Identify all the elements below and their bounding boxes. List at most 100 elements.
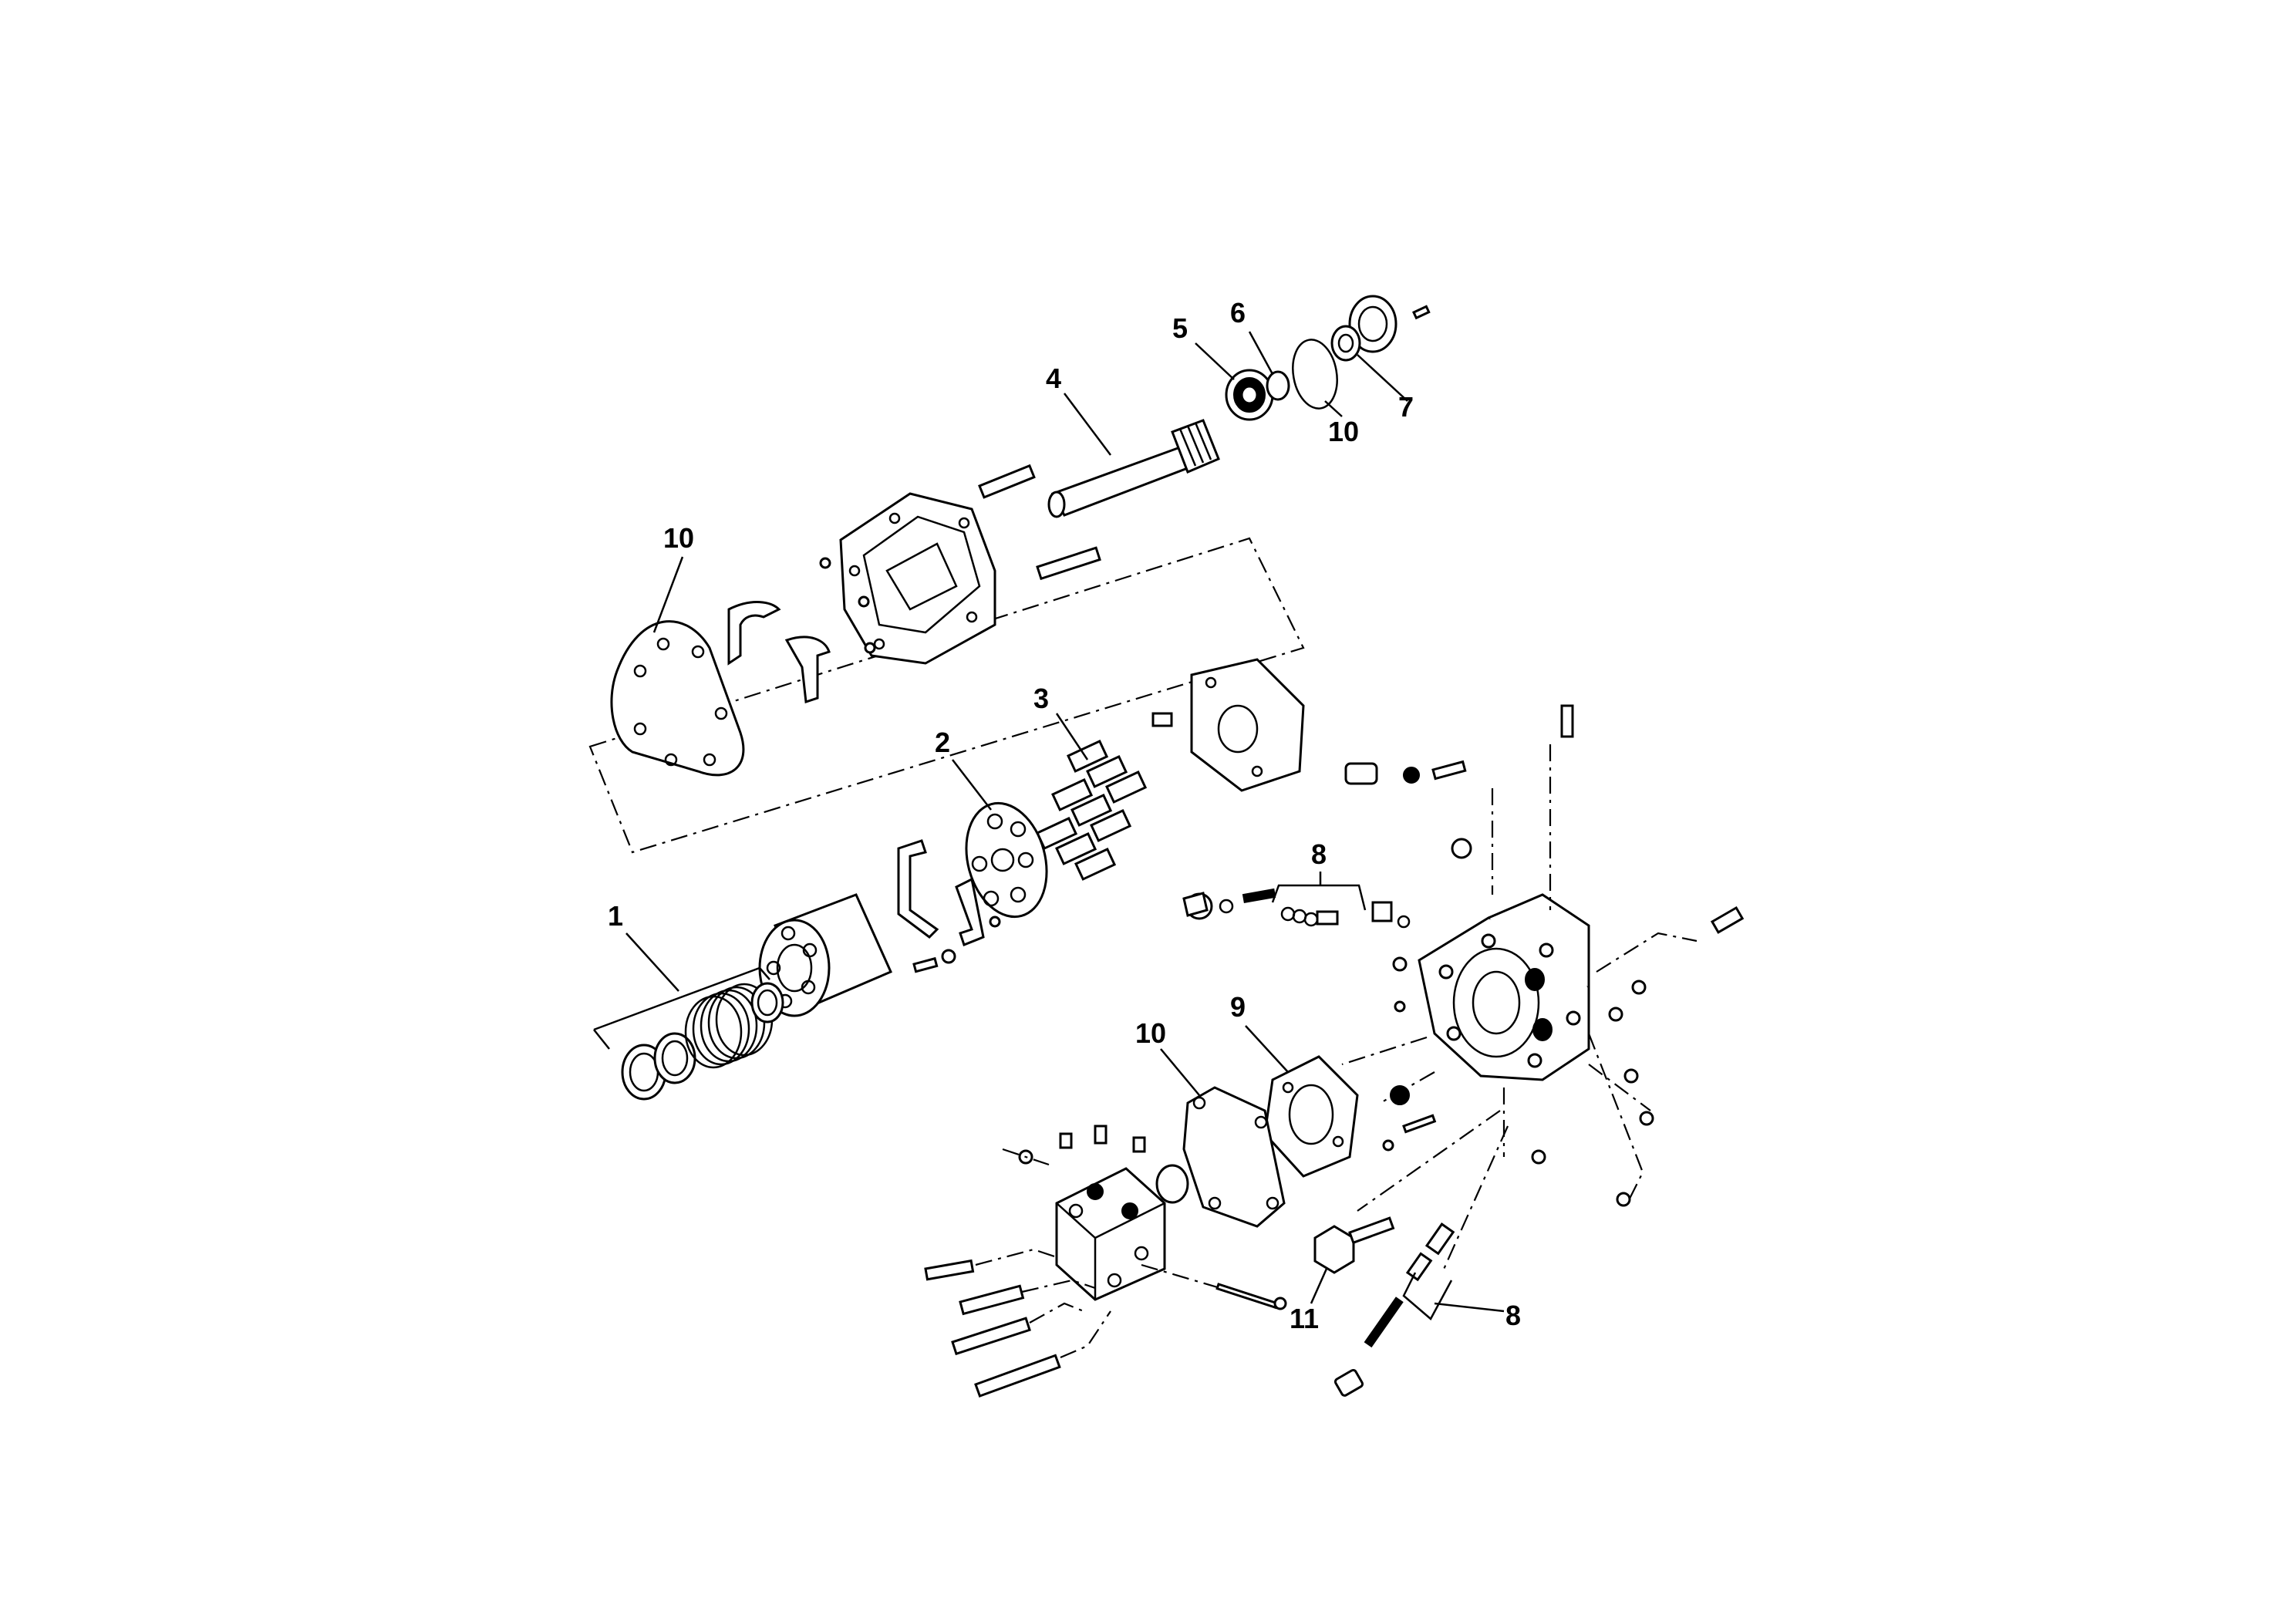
dowel-pin: [858, 595, 870, 608]
callout-10-lower: 10: [1135, 1017, 1166, 1049]
dash-line: [1380, 1071, 1435, 1104]
long-bolt: [951, 1317, 1031, 1356]
part-2-retainer-plate: [965, 801, 1048, 919]
long-bolt: [974, 1354, 1061, 1398]
valve-plate: [1190, 658, 1305, 792]
callout-9: 9: [1230, 991, 1246, 1023]
screw: [1394, 1000, 1406, 1013]
part-4-drive-shaft: [1047, 419, 1220, 518]
assembly-boundary-dashed: [588, 537, 1305, 854]
dash-line: [1441, 1125, 1509, 1273]
fitting: [1151, 712, 1173, 727]
dash-line: [1002, 1148, 1050, 1166]
long-bolt: [959, 1284, 1025, 1316]
callout-7: 7: [1398, 391, 1414, 423]
dash-line: [1596, 932, 1698, 973]
callout-10-upper-right: 10: [1328, 416, 1359, 447]
screw: [1616, 1192, 1631, 1207]
callout-8-lower: 8: [1505, 1300, 1521, 1331]
leader-1-bracket: [593, 932, 770, 1050]
part-3-pistons: [1036, 739, 1148, 881]
screw: [1132, 1136, 1146, 1153]
leader-10-lower: [1160, 1048, 1200, 1096]
bolt-right: [1710, 905, 1745, 934]
part-8-relief-valve-upper: [1182, 888, 1411, 929]
part-10-gasket-upper: [610, 620, 745, 777]
screw: [1382, 1139, 1394, 1152]
callout-10-upper-left: 10: [663, 522, 694, 554]
nut: [1403, 767, 1420, 784]
callout-6: 6: [1230, 297, 1246, 329]
screw: [1392, 956, 1408, 972]
leader-3: [1055, 713, 1089, 760]
callout-11: 11: [1290, 1303, 1319, 1334]
screw: [1412, 305, 1431, 320]
callout-1: 1: [608, 900, 623, 932]
dowel-pin: [819, 557, 831, 569]
dash-line: [975, 1248, 1057, 1266]
dash-line: [1060, 1310, 1111, 1359]
shim-upper: [727, 601, 781, 666]
part-7-seal-cover: [1330, 295, 1397, 362]
pin: [1402, 1114, 1437, 1134]
part-6-snap-ring: [1266, 370, 1290, 401]
leader-5: [1195, 342, 1235, 380]
leader-9: [1245, 1025, 1289, 1073]
screw: [1631, 980, 1647, 995]
dowel-pin: [864, 642, 876, 654]
dash-line: [1029, 1302, 1084, 1324]
plug-large: [1390, 1085, 1410, 1105]
dash-line: [1587, 1033, 1644, 1204]
screw: [1639, 1111, 1654, 1126]
part-11-adjusting-plug: [1313, 1216, 1395, 1274]
bolt: [978, 464, 1036, 499]
screw: [1623, 1068, 1639, 1084]
screw: [1531, 1149, 1546, 1165]
part-10-gasket-lower: [1182, 1086, 1286, 1228]
leader-8-lower-bracket: [1402, 1272, 1505, 1320]
leader-6: [1248, 331, 1274, 375]
dash-line: [1357, 1110, 1501, 1212]
screw: [1094, 1125, 1108, 1145]
plug: [1451, 838, 1472, 859]
ball: [941, 949, 956, 964]
top-bolt: [1560, 704, 1574, 738]
part-10-o-ring: [1292, 339, 1338, 410]
ball: [989, 916, 1001, 928]
screw: [1059, 1132, 1073, 1149]
callout-8-upper: 8: [1311, 838, 1327, 870]
rear-housing: [839, 492, 996, 665]
leader-10-right: [1324, 400, 1343, 417]
retainer-shim: [955, 877, 985, 946]
plug: [1344, 762, 1378, 785]
dash-line: [1341, 1036, 1428, 1066]
retainer-shim: [897, 839, 939, 939]
screw: [1608, 1007, 1623, 1022]
long-bolt: [924, 1259, 975, 1281]
part-1-spring-set: [621, 982, 784, 1101]
control-valve-block: [1055, 1167, 1166, 1301]
part-8-relief-valve-lower: [1333, 1222, 1455, 1397]
leader-7: [1357, 354, 1408, 402]
leader-11: [1310, 1268, 1328, 1304]
callout-2: 2: [935, 727, 950, 758]
dash-line: [1588, 1064, 1651, 1111]
callout-4: 4: [1046, 363, 1061, 394]
leader-2: [952, 759, 992, 811]
pin: [912, 956, 939, 973]
bolt: [1036, 546, 1101, 581]
dash-line: [1021, 1279, 1096, 1293]
leader-4: [1064, 393, 1111, 456]
long-pin: [1215, 1283, 1279, 1310]
leader-10-upper: [652, 556, 684, 633]
callout-3: 3: [1033, 683, 1049, 714]
leader-8-upper-bracket: [1271, 872, 1367, 911]
spring: [1431, 760, 1467, 781]
part-5-bearing: [1225, 369, 1274, 421]
main-pump-housing: [1418, 893, 1590, 1081]
shim-lower: [784, 636, 831, 704]
bushing: [1155, 1164, 1189, 1204]
screw: [1273, 1297, 1287, 1310]
callout-5: 5: [1172, 312, 1188, 344]
